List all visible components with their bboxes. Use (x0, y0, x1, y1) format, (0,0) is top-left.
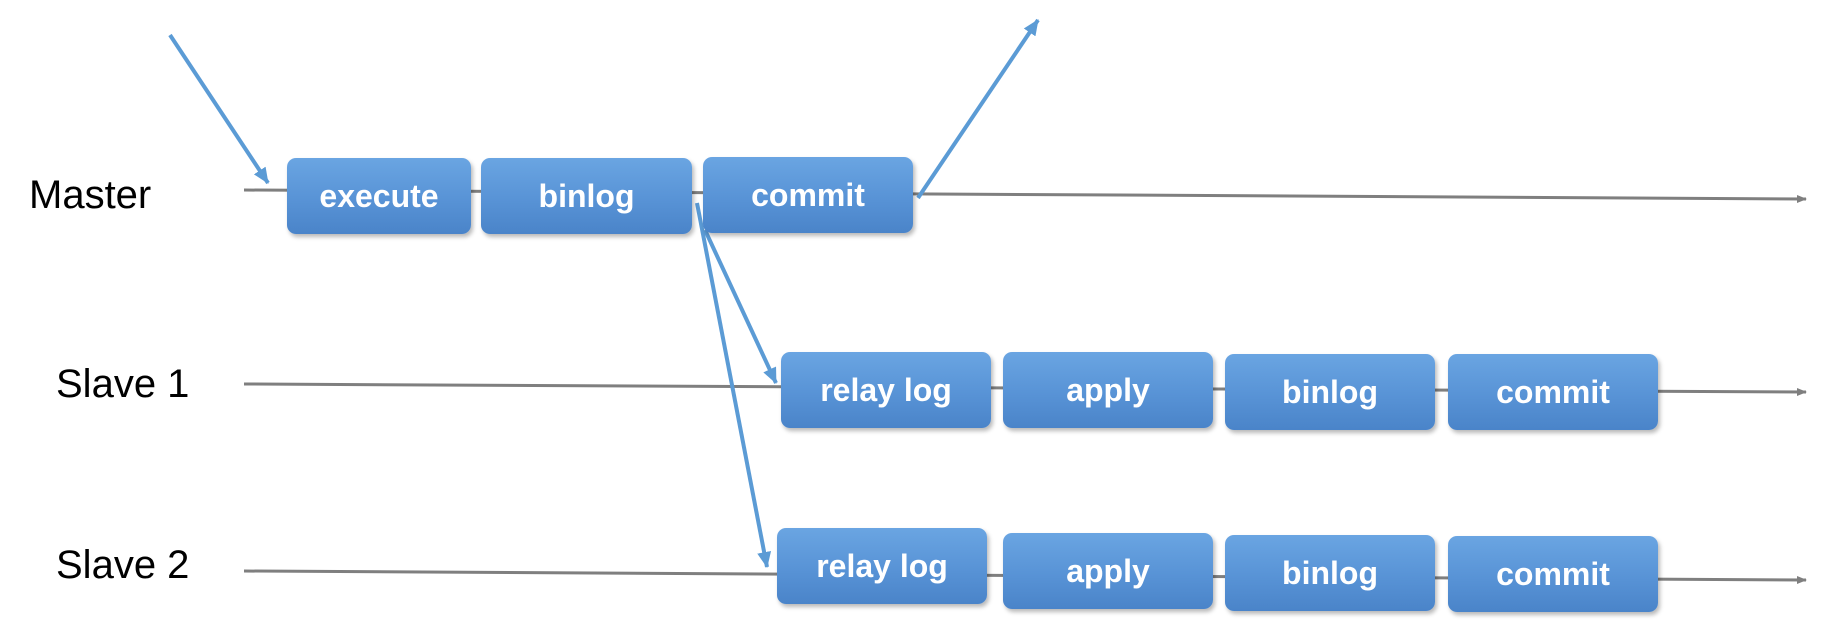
master-label: Master (29, 173, 152, 217)
slave2-label: Slave 2 (56, 543, 190, 587)
slave2-step-commit: commit (1448, 536, 1658, 612)
slave2-step-relay-log: relay log (777, 528, 987, 604)
slave1-step-apply: apply (1003, 352, 1213, 428)
slave2-step-binlog: binlog (1225, 535, 1435, 611)
master-step-commit: commit (703, 157, 913, 233)
slave1-step-binlog: binlog (1225, 354, 1435, 430)
slave1-label: Slave 1 (56, 362, 190, 406)
master-timeline (243, 188, 1807, 203)
slave1-step-commit: commit (1448, 354, 1658, 430)
slave2-step-apply: apply (1003, 533, 1213, 609)
master-step-execute: execute (287, 158, 471, 234)
incoming-request-arrow (168, 33, 270, 185)
binlog-to-slave2-arrow (695, 202, 772, 568)
slave1-step-relay-log: relay log (781, 352, 991, 428)
outgoing-response-arrow (916, 18, 1040, 200)
master-step-binlog: binlog (481, 158, 692, 234)
binlog-to-slave1-arrow (703, 229, 778, 384)
